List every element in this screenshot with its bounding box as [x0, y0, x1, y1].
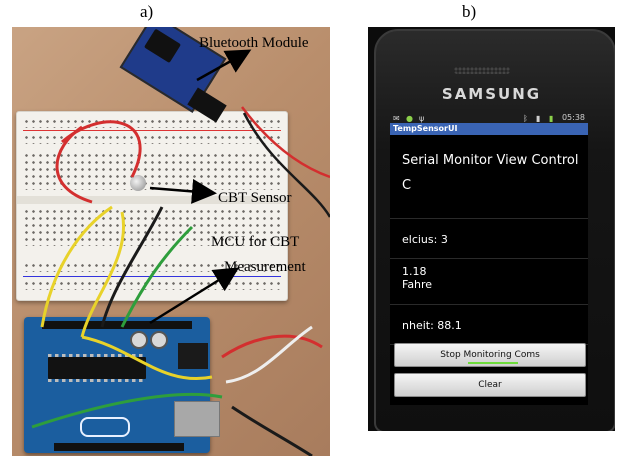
- bluetooth-icon: ᛒ: [522, 113, 528, 123]
- unit-label: C: [390, 168, 588, 219]
- battery-icon: ▮: [548, 113, 554, 123]
- callout-cbt-sensor: CBT Sensor: [218, 190, 292, 206]
- microcontroller-chip: [48, 354, 146, 382]
- speaker-grille: [454, 67, 510, 74]
- mail-icon: ✉: [393, 113, 400, 123]
- status-bar: ✉ ● ψ ᛒ ▮ ▮ 05:38: [390, 111, 588, 123]
- clear-label: Clear: [478, 380, 502, 390]
- arduino-logo: [80, 417, 130, 437]
- reading-line-2a: 1.18: [402, 265, 427, 278]
- callout-mcu-line2: Measurement: [224, 259, 306, 275]
- callout-bluetooth: Bluetooth Module: [199, 35, 309, 51]
- phone-brand: SAMSUNG: [441, 85, 542, 103]
- reading-line-2b: Fahre: [402, 278, 433, 291]
- phone-screen: ✉ ● ψ ᛒ ▮ ▮ 05:38 TempSensorUI Serial Mo…: [390, 111, 588, 405]
- status-time: 05:38: [561, 112, 585, 122]
- signal-icon: ▮: [535, 113, 541, 123]
- panel-b-label: b): [462, 2, 477, 21]
- wires: [31, 106, 330, 456]
- cbt-sensor: [130, 175, 146, 191]
- phone-photo: SAMSUNG ✉ ● ψ ᛒ ▮ ▮ 05:38 TempSensorUI S…: [368, 27, 615, 431]
- app-title: TempSensorUI: [390, 123, 588, 135]
- panel-a-label: a): [140, 2, 154, 21]
- usb-connector: [174, 401, 220, 437]
- arduino-board: [24, 317, 220, 453]
- hardware-photo: [12, 27, 330, 456]
- power-jack: [178, 343, 208, 369]
- usb-icon: ψ: [419, 113, 425, 123]
- stop-monitoring-label: Stop Monitoring Coms: [440, 350, 540, 360]
- clear-button[interactable]: Clear: [394, 373, 586, 397]
- reading-line-1: elcius: 3: [402, 233, 448, 246]
- stop-monitoring-button[interactable]: Stop Monitoring Coms: [394, 343, 586, 367]
- breadboard: [16, 111, 288, 301]
- callout-mcu-line1: MCU for CBT: [211, 234, 300, 250]
- screen-heading: Serial Monitor View Control: [402, 153, 579, 168]
- active-indicator: [468, 362, 518, 364]
- reading-line-3: nheit: 88.1: [402, 319, 462, 332]
- android-icon: ●: [406, 113, 413, 123]
